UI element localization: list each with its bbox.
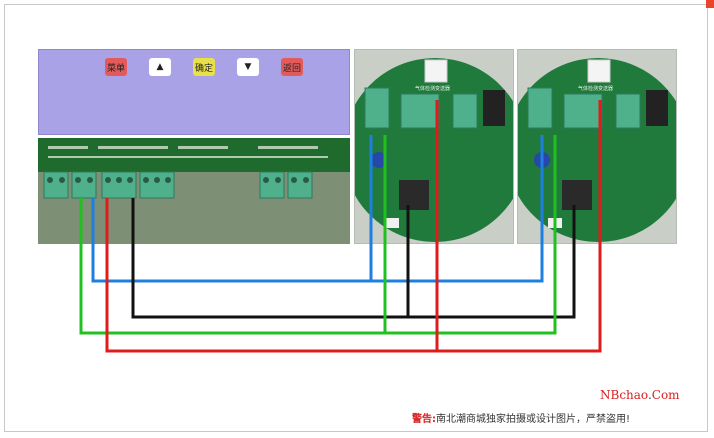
sensor-terminal <box>527 87 553 129</box>
brand-watermark: NBchao.Com <box>600 388 680 402</box>
relay-component <box>646 90 668 126</box>
sensor-cap <box>587 59 611 83</box>
blue-wire-branch <box>371 135 544 283</box>
corner-mark <box>706 0 714 8</box>
signal-terminal <box>400 93 440 129</box>
display-module <box>562 180 592 210</box>
red-wire <box>105 100 602 353</box>
connector <box>385 218 399 228</box>
display-module <box>399 180 429 210</box>
menu-key[interactable]: 菜单 <box>105 58 127 76</box>
black-wire <box>131 198 576 319</box>
terminal-silkscreen <box>48 146 328 158</box>
controller-keypad-panel: 菜单 ▲ 确定 ▼ 返回 <box>38 49 350 135</box>
transmitter-pcb-graphic: 气体检测变送器 <box>518 58 676 242</box>
signal-terminal <box>563 93 603 129</box>
up-key[interactable]: ▲ <box>149 58 171 76</box>
relay-terminal <box>615 93 641 129</box>
green-wire <box>79 135 557 335</box>
transmitter-board-2: 气体检测变送器 <box>517 49 677 244</box>
relay-terminal <box>452 93 478 129</box>
terminal-screws <box>47 177 309 183</box>
transmitter-board-1: 气体检测变送器 <box>354 49 514 244</box>
potentiometer <box>371 152 387 168</box>
sensor-cap <box>424 59 448 83</box>
back-key[interactable]: 返回 <box>281 58 303 76</box>
terminal-blocks <box>43 171 313 199</box>
copyright-warning: 警告:南北潮商城独家拍摄或设计图片，严禁盗用! <box>412 414 631 425</box>
board-silkscreen-label: 气体检测变送器 <box>578 85 613 92</box>
sensor-terminal <box>364 87 390 129</box>
controller-terminal-strip <box>38 138 350 244</box>
blue-wire <box>91 135 373 283</box>
down-key[interactable]: ▼ <box>237 58 259 76</box>
relay-component <box>483 90 505 126</box>
confirm-key[interactable]: 确定 <box>193 58 215 76</box>
transmitter-pcb-graphic: 气体检测变送器 <box>355 58 513 242</box>
terminal-strip-graphic <box>38 138 350 244</box>
board-silkscreen-label: 气体检测变送器 <box>415 85 450 92</box>
pcb-edge <box>38 138 350 172</box>
image-frame <box>4 4 708 432</box>
